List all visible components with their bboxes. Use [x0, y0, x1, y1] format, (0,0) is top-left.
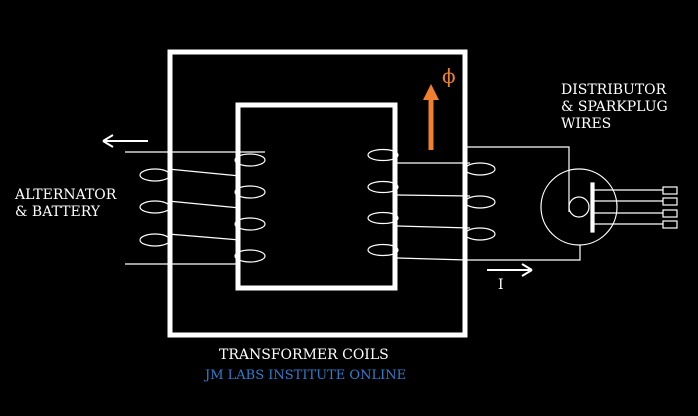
alternator-label: ALTERNATOR & BATTERY	[15, 187, 116, 221]
current-arrow-icon	[487, 263, 533, 277]
distributor-label: DISTRIBUTOR & SPARKPLUG WIRES	[561, 82, 668, 133]
flux-arrow-icon	[423, 84, 439, 150]
sparkplug-wire-1	[662, 186, 678, 195]
distributor	[540, 168, 678, 246]
distributor-label-line3: WIRES	[561, 116, 612, 132]
credit-text: JM LABS INSTITUTE ONLINE	[205, 368, 407, 383]
sparkplug-wire-2	[662, 197, 678, 206]
alternator-label-line2: & BATTERY	[15, 204, 101, 220]
left-arrow-icon	[102, 134, 148, 148]
distributor-label-line1: DISTRIBUTOR	[561, 82, 667, 98]
sparkplug-wire-4	[662, 220, 678, 229]
secondary-coil	[367, 146, 581, 261]
inner-core-window	[235, 102, 398, 291]
sparkplug-wire-3	[662, 209, 678, 218]
primary-coil	[125, 151, 266, 265]
flux-symbol: ϕ	[442, 64, 456, 88]
diagram-title: TRANSFORMER COILS	[219, 347, 389, 363]
current-symbol: I	[498, 277, 504, 293]
alternator-label-line1: ALTERNATOR	[15, 187, 117, 203]
outer-core	[167, 49, 468, 338]
distributor-label-line2: & SPARKPLUG	[561, 99, 668, 115]
